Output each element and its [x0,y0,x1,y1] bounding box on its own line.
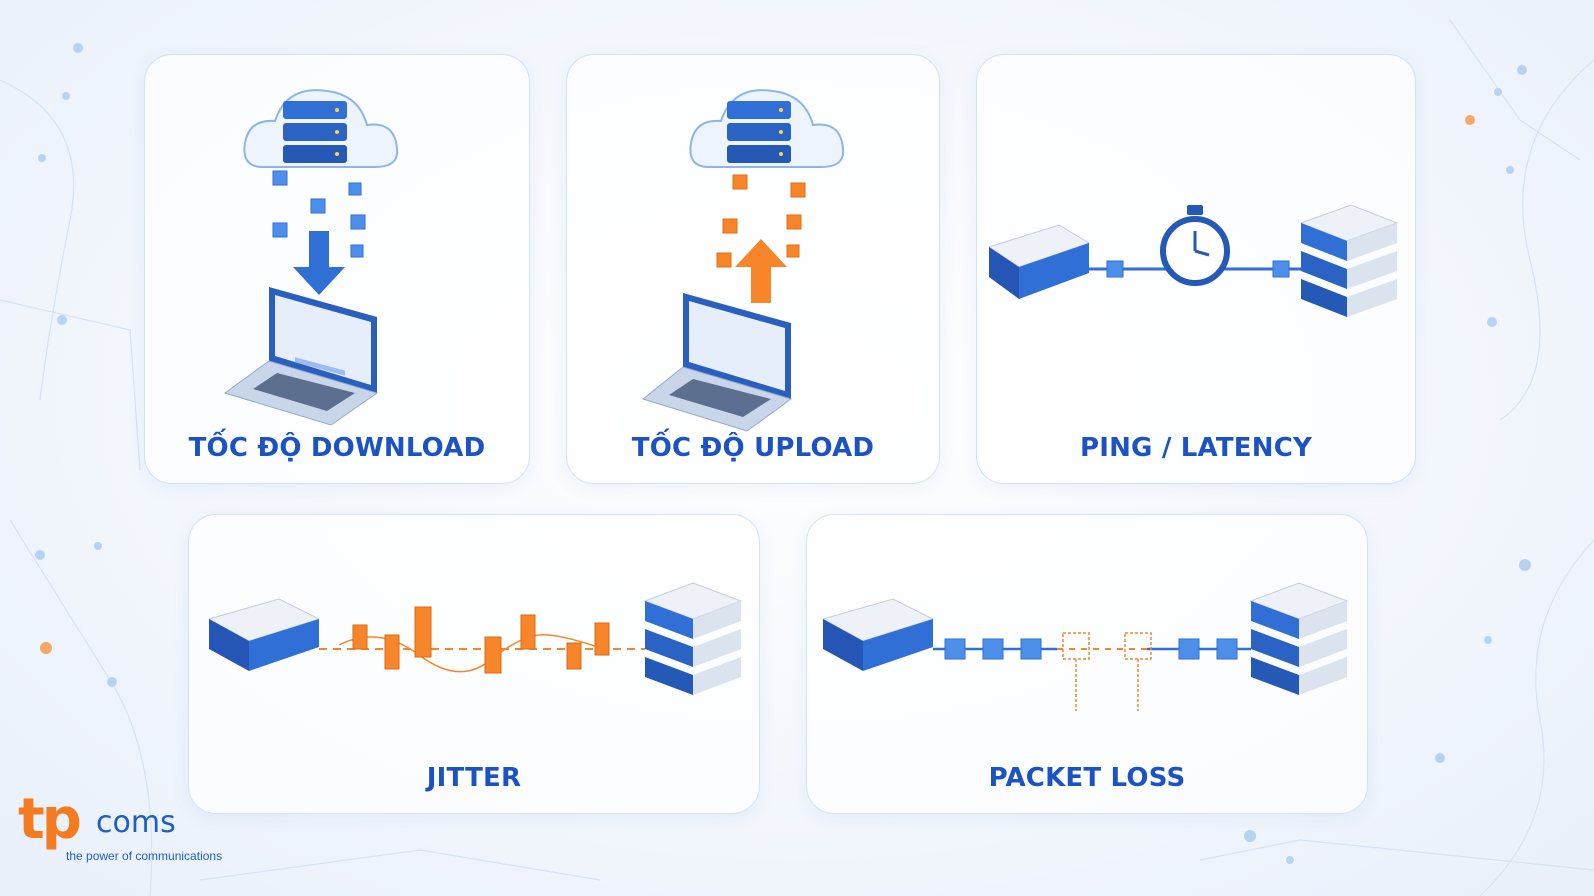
card-download: TỐC ĐỘ DOWNLOAD [144,54,530,484]
cloud-upload-icon [641,89,845,432]
card-upload: TỐC ĐỘ UPLOAD [566,54,940,484]
card-ping: PING / LATENCY [976,54,1416,484]
packet-loss-icon [821,582,1349,711]
card-title-jitter: JITTER [426,763,522,793]
tpcoms-logo: tp coms the power of communications [18,792,222,880]
card-packet-loss: PACKET LOSS [806,514,1368,814]
cloud-download-icon [223,89,399,426]
stopwatch-icon [987,204,1399,317]
jitter-bars-icon [207,582,743,695]
card-title-ping: PING / LATENCY [1079,433,1313,463]
card-jitter: JITTER [188,514,760,814]
card-title-download: TỐC ĐỘ DOWNLOAD [188,433,486,463]
card-title-packet-loss: PACKET LOSS [988,763,1186,793]
logo-tagline: the power of communications [66,849,223,863]
card-title-upload: TỐC ĐỘ UPLOAD [631,433,875,463]
logo-mark: tp [18,787,82,852]
logo-name: coms [96,805,176,840]
